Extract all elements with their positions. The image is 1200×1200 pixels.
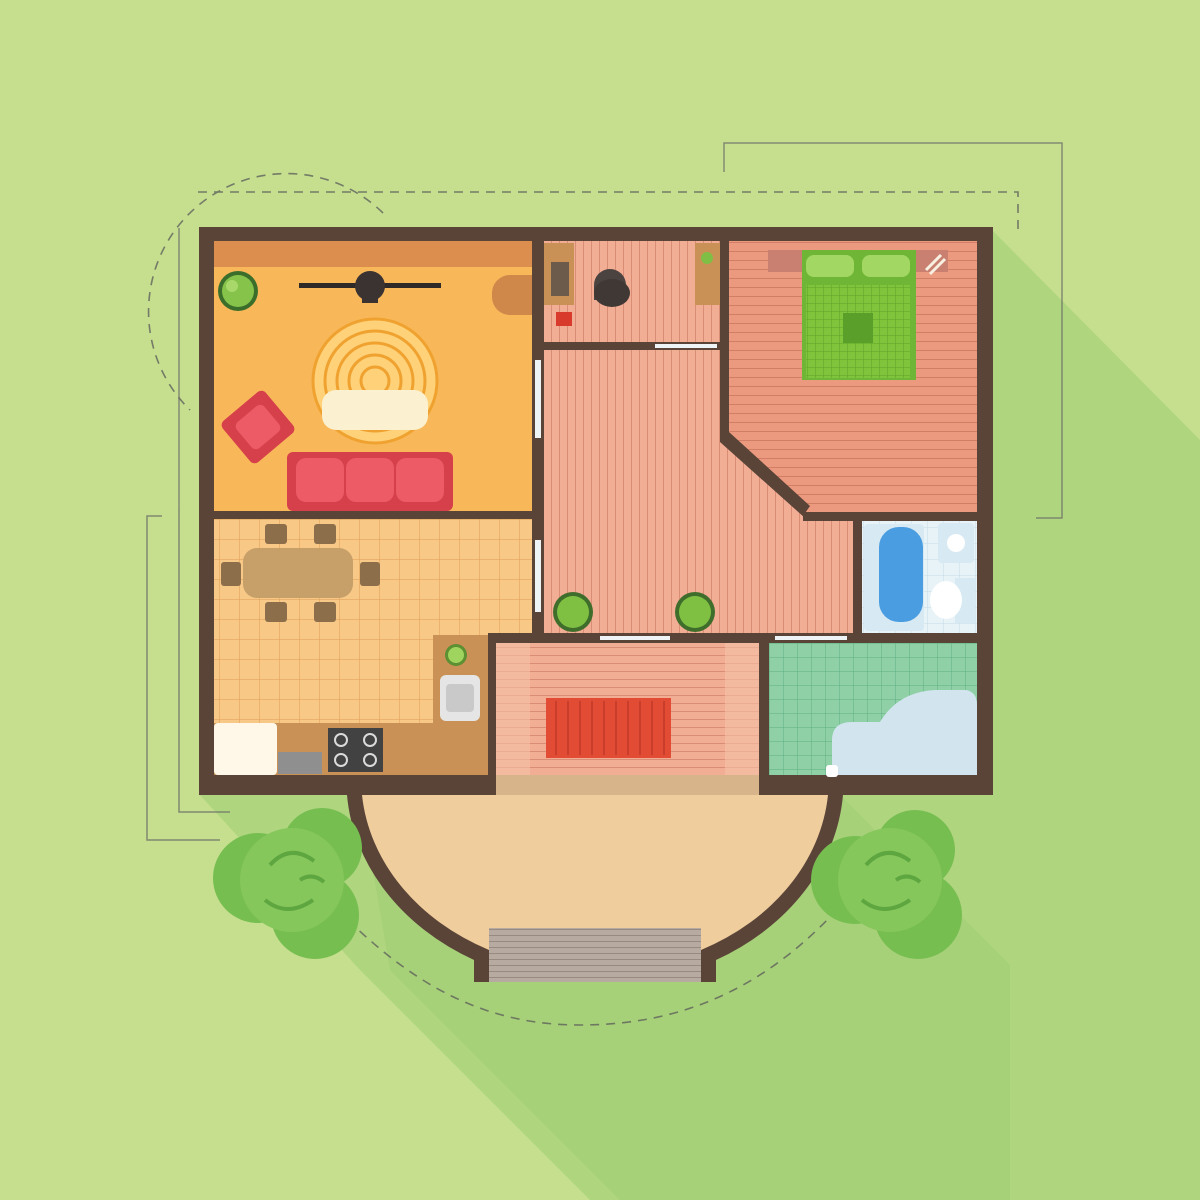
tree-icon [811,810,962,959]
tree-icon [213,808,362,959]
threshold [496,775,759,795]
porch-floor [362,795,828,982]
books-icon [556,312,572,326]
sink-icon [440,675,480,721]
desk-icon [544,243,574,305]
potted-plant-icon [218,271,258,311]
door-openings [535,344,847,640]
entry-wall-right [725,643,759,775]
interior-walls [214,241,977,783]
stove-icon [328,728,383,772]
porch-stairs [489,928,701,982]
armchair-icon [221,390,295,464]
bed-icon [802,250,916,380]
dashed-guides [147,172,1019,1026]
potted-plant-icon [675,592,715,632]
coffee-table-icon [322,390,428,430]
sofa-icon [287,452,453,511]
potted-plant-icon [445,644,467,666]
cabinet [278,752,322,774]
solid-guides [146,142,1063,841]
bathtub-icon [864,524,924,631]
car-icon [826,690,977,777]
potted-plant-icon [553,592,593,632]
doormat-icon [546,698,671,758]
entry-wall-left [496,643,530,775]
office-chair-icon [594,269,630,307]
bookshelf-icon [695,243,720,305]
living-room-top-strip [214,241,532,267]
hallway-floor [544,350,853,633]
lamp-icon [924,253,947,276]
tv-icon [299,271,441,303]
fridge-icon [214,723,277,775]
side-table-icon [492,275,532,315]
dining-table-icon [221,524,380,622]
toilet-icon [930,578,975,623]
bathroom-sink-icon [938,523,974,563]
